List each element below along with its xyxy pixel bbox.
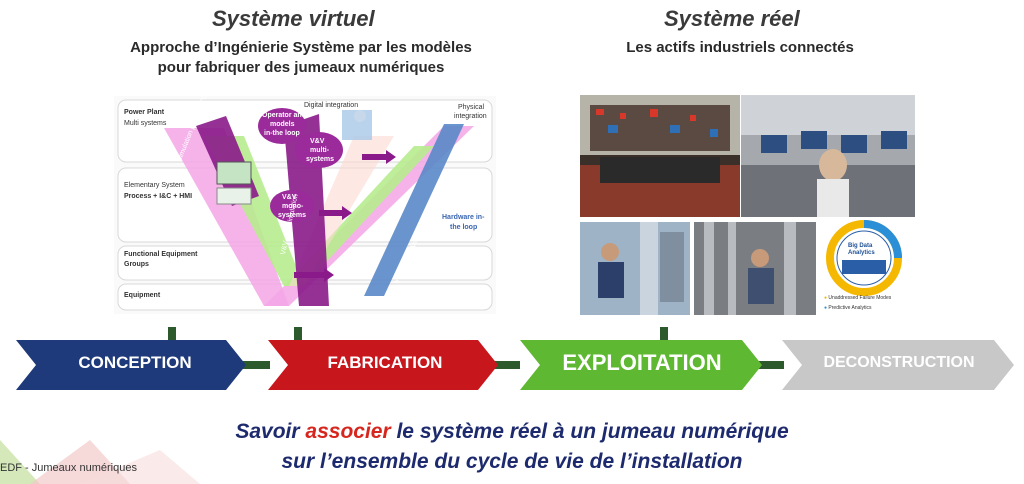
stage-label-conception: CONCEPTION xyxy=(78,353,192,372)
corner-decoration xyxy=(0,440,200,484)
vv-mono-1: V&V xyxy=(282,194,297,201)
level-power-plant: Power Plant xyxy=(124,109,165,116)
level-multi-systems: Multi systems xyxy=(124,120,167,127)
level-groups: Groups xyxy=(124,261,149,268)
level-equipment: Equipment xyxy=(124,292,161,299)
real-title: Système réel xyxy=(664,6,800,31)
stage-label-fabrication: FABRICATION xyxy=(327,353,443,372)
timeline-bar-3 xyxy=(754,361,784,369)
photo-control-room xyxy=(580,95,740,217)
v-cycle-diagram: Power Plant Multi systems Elementary Sys… xyxy=(114,80,496,314)
legend-text-1: Unaddressed Failure Modes xyxy=(828,295,892,301)
bottom-line1-before: Savoir xyxy=(235,420,306,443)
stage-arrow-fabrication xyxy=(268,340,498,390)
vv-multi-3: systems xyxy=(306,156,335,163)
bottom-message-line-1: Savoir associer le système réel à un jum… xyxy=(0,420,1024,444)
legend-dot-blue: ● xyxy=(824,305,828,311)
bottom-message-line-2: sur l’ensemble du cycle de vie de l’inst… xyxy=(281,450,743,473)
hardware-loop-2: the loop xyxy=(450,224,478,231)
analytics-title-2: Analytics xyxy=(848,250,875,256)
level-elementary-system: Elementary System xyxy=(124,182,185,189)
photo-operator-room xyxy=(741,95,915,217)
analytics-title-1: Big Data xyxy=(848,243,873,249)
operator-models-3: in-the loop xyxy=(264,130,300,137)
vv-multi-2: multi- xyxy=(310,147,330,154)
physical-integration-label-1: Physical xyxy=(458,104,485,111)
analytics-legend-2: ● Predictive Analytics xyxy=(824,304,872,312)
operator-models-1: Operator and xyxy=(262,112,306,119)
stage-label-deconstruction: DECONSTRUCTION xyxy=(823,354,975,371)
virtual-subtitle-2: pour fabriquer des jumeaux numériques xyxy=(157,59,445,76)
bottom-line1-accent: associer xyxy=(305,420,391,443)
physical-integration-label-2: integration xyxy=(454,113,487,120)
footer-label: EDF - Jumeaux numériques xyxy=(0,462,137,474)
virtual-subtitle-1: Approche d’Ingénierie Système par les mo… xyxy=(130,39,472,56)
digital-integration-label: Digital integration xyxy=(304,102,359,109)
vv-multi-1: V&V xyxy=(310,138,325,145)
bottom-line1-after: le système réel à un jumeau numérique xyxy=(390,420,789,443)
lifecycle-timeline xyxy=(16,327,1014,390)
photo-plant-worker-1 xyxy=(580,222,690,315)
legend-dot-yellow: ● xyxy=(824,295,828,301)
operator-models-2: models xyxy=(270,121,295,128)
virtual-title: Système virtuel xyxy=(212,6,375,31)
stage-arrow-deconstruction xyxy=(782,340,1014,390)
legend-text-2: Predictive Analytics xyxy=(828,305,872,311)
level-process-ic-hmi: Process + I&C + HMI xyxy=(124,193,193,200)
timeline-bar-1 xyxy=(240,361,270,369)
stage-label-exploitation: EXPLOITATION xyxy=(562,350,722,375)
timeline-bar-2 xyxy=(490,361,520,369)
connector-2 xyxy=(294,327,302,341)
vv-mono-2: mono- xyxy=(282,203,304,210)
real-subtitle: Les actifs industriels connectés xyxy=(626,39,854,56)
connector-1 xyxy=(168,327,176,341)
analytics-legend-1: ● Unaddressed Failure Modes xyxy=(824,294,891,302)
stage-arrow-exploitation xyxy=(520,340,762,390)
level-functional-equipment: Functional Equipment xyxy=(124,251,198,258)
connector-3 xyxy=(660,327,668,341)
photo-plant-worker-2 xyxy=(694,222,816,315)
hardware-loop-1: Hardware in- xyxy=(442,214,485,221)
big-data-analytics-graphic: Big Data Analytics ● Unaddressed Failure… xyxy=(818,218,918,316)
vv-mono-3: systems xyxy=(278,212,307,219)
stage-arrow-conception xyxy=(16,340,246,390)
